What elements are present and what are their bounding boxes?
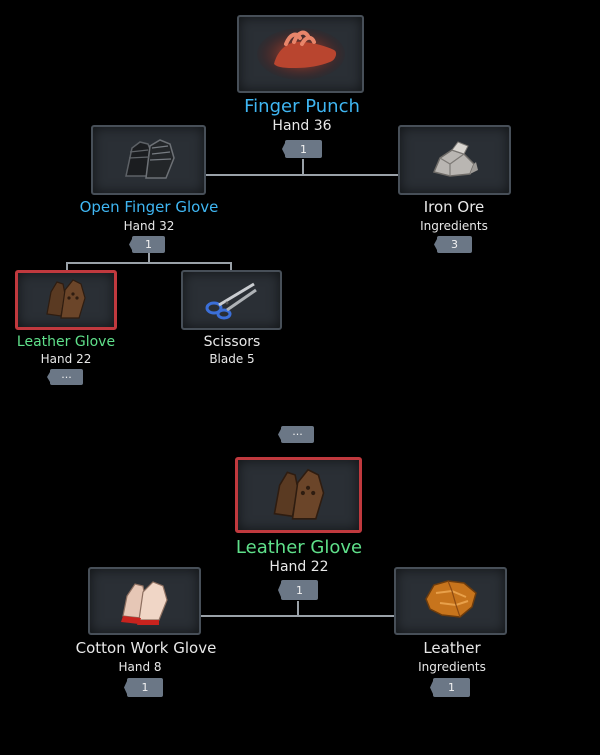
item-slot-open-finger-glove[interactable] [91, 125, 206, 195]
item-slot-leather-glove[interactable] [15, 270, 117, 330]
item-level: Hand 22 [269, 559, 329, 575]
connector-line [66, 262, 232, 264]
item-level: Hand 32 [123, 219, 175, 233]
item-level: Hand 22 [40, 352, 92, 366]
item-slot-leather[interactable] [394, 567, 507, 635]
connector-line [66, 262, 68, 270]
item-slot-leather-glove-selected[interactable] [235, 457, 362, 533]
item-slot-scissors[interactable] [181, 270, 282, 330]
more-badge[interactable]: ··· [50, 369, 83, 385]
connector-line [201, 615, 394, 617]
item-name: Leather [423, 639, 481, 657]
cotton-work-glove-icon [113, 572, 177, 630]
open-finger-glove-icon [114, 130, 184, 190]
more-badge[interactable]: ··· [281, 426, 314, 443]
connector-line [302, 159, 304, 175]
skill-slot-finger-punch[interactable] [237, 15, 364, 93]
leather-glove-icon [39, 274, 93, 326]
item-slot-iron-ore[interactable] [398, 125, 511, 195]
quantity-badge: 1 [132, 236, 165, 253]
item-name: Scissors [203, 334, 261, 350]
quantity-badge: 1 [433, 678, 470, 697]
item-category: Ingredients [420, 219, 488, 233]
leather-glove-icon [262, 462, 336, 528]
scissors-icon [202, 276, 262, 324]
iron-ore-icon [420, 130, 490, 190]
finger-punch-icon [256, 22, 346, 86]
connector-line [148, 253, 150, 263]
quantity-badge: 3 [437, 236, 472, 253]
quantity-badge: 1 [285, 140, 322, 158]
connector-line [297, 601, 299, 617]
leather-icon [418, 573, 484, 629]
item-name: Open Finger Glove [79, 198, 219, 216]
item-name: Leather Glove [235, 537, 363, 558]
quantity-badge: 1 [281, 580, 318, 600]
item-level: Blade 5 [209, 352, 255, 366]
skill-level: Hand 36 [272, 118, 332, 134]
item-name: Leather Glove [16, 334, 116, 350]
item-name: Cotton Work Glove [75, 639, 217, 657]
connector-line [206, 174, 398, 176]
item-slot-cotton-work-glove[interactable] [88, 567, 201, 635]
skill-name: Finger Punch [244, 96, 360, 117]
item-name: Iron Ore [423, 198, 485, 216]
connector-line [230, 262, 232, 270]
item-category: Ingredients [418, 660, 486, 674]
quantity-badge: 1 [127, 678, 163, 697]
item-level: Hand 8 [118, 660, 162, 674]
